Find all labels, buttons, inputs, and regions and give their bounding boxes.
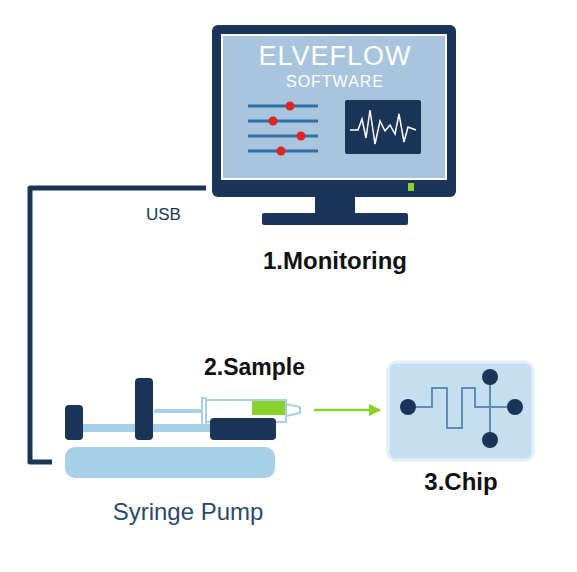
computer-node: ELVEFLOWSOFTWARE 1.Monitoring: [206, 25, 464, 283]
step-label: 1.Monitoring: [206, 247, 464, 275]
flow-arrow: [314, 409, 380, 412]
waveform-panel: [345, 100, 421, 154]
chip-port: [507, 399, 523, 415]
plunger-rod: [154, 409, 202, 413]
waveform: [350, 110, 416, 144]
chip-inlet: [400, 399, 416, 415]
pump-base: [65, 447, 275, 478]
pump-end-block: [65, 405, 83, 440]
slider-icons: [248, 102, 318, 156]
pusher-block: [135, 378, 153, 440]
screen-subtitle: SOFTWARE: [206, 73, 464, 91]
syringe-holder: [210, 418, 276, 440]
brand-name: ELVEFLOW: [206, 41, 464, 72]
sample-syringe-node: 2.Sample: [198, 352, 314, 432]
step-label: 3.Chip: [380, 468, 542, 496]
chip-port: [482, 432, 498, 448]
chip-body: [388, 362, 533, 460]
syringe-pump-node: Syringe Pump 2.Sample: [52, 352, 324, 534]
sample-liquid: [252, 401, 285, 415]
step-label: 2.Sample: [204, 354, 305, 380]
monitor-base: [262, 213, 408, 225]
chip-port: [482, 369, 498, 385]
syringe-tip: [286, 404, 300, 416]
cable-label: USB: [146, 205, 181, 225]
monitor-neck: [315, 196, 355, 215]
power-led: [408, 183, 414, 191]
chip-channels: [408, 377, 515, 440]
device-label: Syringe Pump: [52, 498, 324, 526]
chip-node: 3.Chip: [380, 360, 542, 500]
usb-cable: [30, 188, 206, 462]
